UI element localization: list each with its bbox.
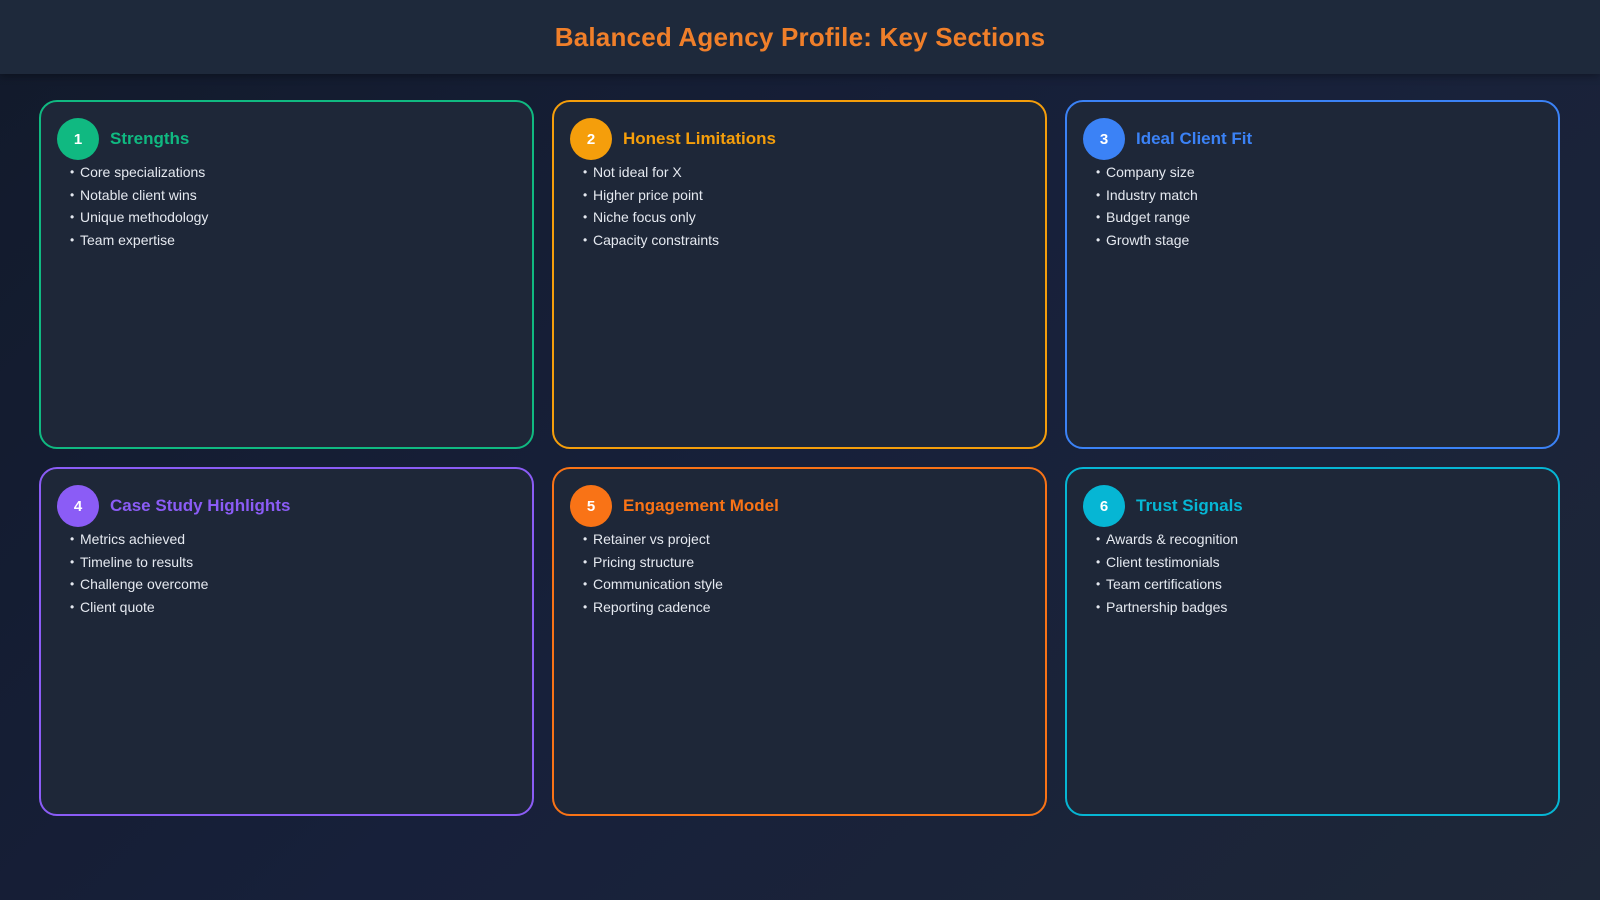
list-item: •Core specializations <box>70 161 516 184</box>
page-header: Balanced Agency Profile: Key Sections <box>0 0 1600 74</box>
section-card-ideal-client-fit: 3 Ideal Client Fit •Company size •Indust… <box>1065 100 1560 449</box>
page-title: Balanced Agency Profile: Key Sections <box>554 21 1046 52</box>
list-item: •Timeline to results <box>70 551 516 574</box>
card-title: Case Study Highlights <box>110 496 291 515</box>
list-item: •Company size <box>1096 161 1542 184</box>
bullet-icon: • <box>1096 577 1101 592</box>
bullet-icon: • <box>583 165 588 179</box>
bullet-icon: • <box>70 233 75 248</box>
sections-grid: 1 Strengths •Core specializations •Notab… <box>39 100 1560 816</box>
bullet-icon: • <box>1096 554 1101 569</box>
list-item: •Challenge overcome <box>70 573 516 596</box>
bullet-icon: • <box>583 233 588 248</box>
bullet-icon: • <box>70 165 75 179</box>
card-title: Ideal Client Fit <box>1136 129 1253 148</box>
bullet-icon: • <box>70 577 75 592</box>
bullet-icon: • <box>1096 187 1101 202</box>
list-item: •Retainer vs project <box>583 528 1029 551</box>
number-badge: 5 <box>570 485 612 527</box>
section-card-engagement-model: 5 Engagement Model •Retainer vs project … <box>552 467 1047 816</box>
bullet-icon: • <box>1096 165 1101 179</box>
list-item: •Higher price point <box>583 184 1029 207</box>
card-title: Engagement Model <box>623 496 779 515</box>
number-badge: 4 <box>57 485 99 527</box>
card-title: Strengths <box>110 129 190 148</box>
bullet-icon: • <box>70 600 75 615</box>
card-header: 3 Ideal Client Fit <box>1083 118 1542 160</box>
bullet-icon: • <box>70 210 75 225</box>
bullet-list: •Retainer vs project •Pricing structure … <box>570 528 1029 619</box>
number-badge: 2 <box>570 118 612 160</box>
list-item: •Niche focus only <box>583 206 1029 229</box>
list-item: •Pricing structure <box>583 551 1029 574</box>
card-header: 6 Trust Signals <box>1083 485 1542 527</box>
list-item: •Industry match <box>1096 184 1542 207</box>
bullet-icon: • <box>70 532 75 546</box>
bullet-icon: • <box>1096 210 1101 225</box>
bullet-icon: • <box>583 554 588 569</box>
bullet-icon: • <box>1096 600 1101 615</box>
number-badge: 1 <box>57 118 99 160</box>
number-badge: 6 <box>1083 485 1125 527</box>
card-title: Honest Limitations <box>623 129 777 148</box>
list-item: •Budget range <box>1096 206 1542 229</box>
bullet-icon: • <box>1096 233 1101 248</box>
section-card-honest-limitations: 2 Honest Limitations •Not ideal for X •H… <box>552 100 1047 449</box>
card-header: 4 Case Study Highlights <box>57 485 516 527</box>
list-item: •Metrics achieved <box>70 528 516 551</box>
list-item: •Client testimonials <box>1096 551 1542 574</box>
list-item: •Reporting cadence <box>583 596 1029 619</box>
list-item: •Team certifications <box>1096 573 1542 596</box>
list-item: •Notable client wins <box>70 184 516 207</box>
bullet-icon: • <box>1096 532 1101 546</box>
list-item: •Partnership badges <box>1096 596 1542 619</box>
list-item: •Unique methodology <box>70 206 516 229</box>
list-item: •Capacity constraints <box>583 229 1029 252</box>
card-header: 2 Honest Limitations <box>570 118 1029 160</box>
number-badge: 3 <box>1083 118 1125 160</box>
bullet-icon: • <box>583 532 588 546</box>
bullet-icon: • <box>70 554 75 569</box>
list-item: •Not ideal for X <box>583 161 1029 184</box>
list-item: •Growth stage <box>1096 229 1542 252</box>
bullet-icon: • <box>583 187 588 202</box>
section-card-trust-signals: 6 Trust Signals •Awards & recognition •C… <box>1065 467 1560 816</box>
list-item: •Awards & recognition <box>1096 528 1542 551</box>
bullet-list: •Company size •Industry match •Budget ra… <box>1083 161 1542 252</box>
list-item: •Client quote <box>70 596 516 619</box>
list-item: •Communication style <box>583 573 1029 596</box>
list-item: •Team expertise <box>70 229 516 252</box>
card-header: 5 Engagement Model <box>570 485 1029 527</box>
section-card-strengths: 1 Strengths •Core specializations •Notab… <box>39 100 534 449</box>
section-card-case-study-highlights: 4 Case Study Highlights •Metrics achieve… <box>39 467 534 816</box>
bullet-icon: • <box>583 600 588 615</box>
card-header: 1 Strengths <box>57 118 516 160</box>
bullet-icon: • <box>583 577 588 592</box>
card-title: Trust Signals <box>1136 496 1243 515</box>
bullet-list: •Metrics achieved •Timeline to results •… <box>57 528 516 619</box>
bullet-list: •Not ideal for X •Higher price point •Ni… <box>570 161 1029 252</box>
bullet-icon: • <box>70 187 75 202</box>
bullet-icon: • <box>583 210 588 225</box>
bullet-list: •Awards & recognition •Client testimonia… <box>1083 528 1542 619</box>
bullet-list: •Core specializations •Notable client wi… <box>57 161 516 252</box>
